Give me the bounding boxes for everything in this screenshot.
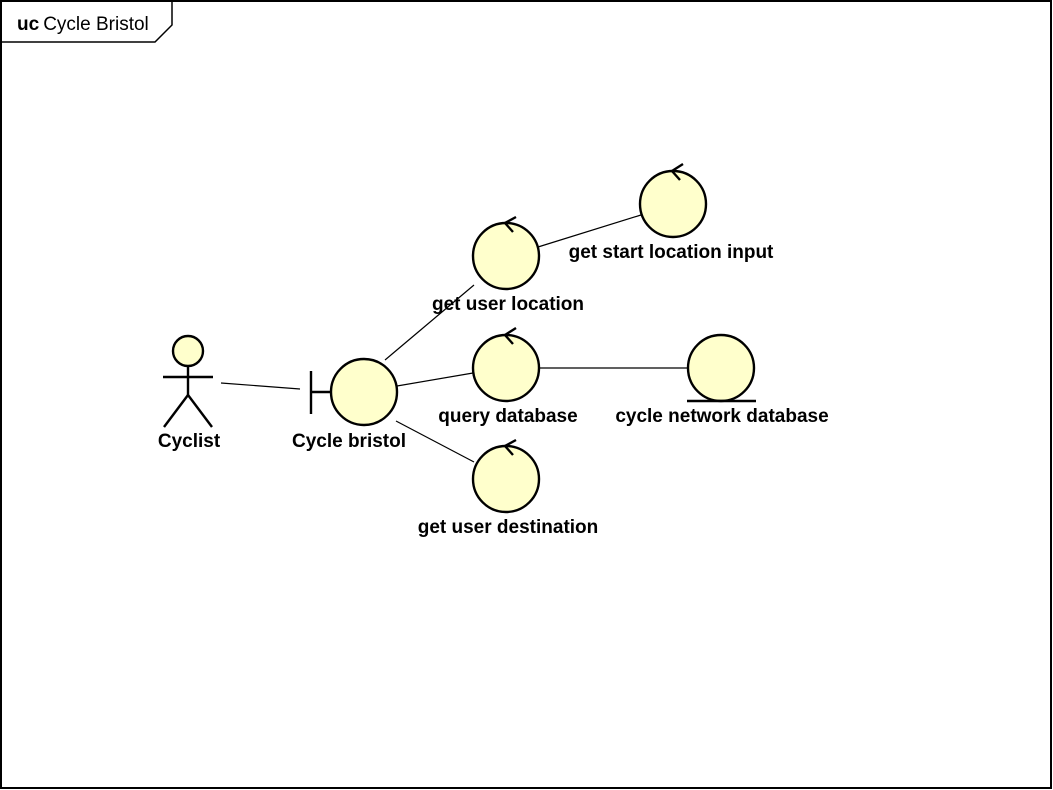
control-get-user-destination[interactable]: get user destination xyxy=(418,438,599,538)
control-arrow-icon xyxy=(503,326,517,345)
entity-cycle-network-database[interactable]: cycle network database xyxy=(615,333,829,427)
actor-left-leg xyxy=(163,394,189,428)
frame-name: Cycle Bristol xyxy=(43,14,149,35)
control-arrow-icon xyxy=(503,215,517,233)
control-query-database-label: query database xyxy=(438,406,577,427)
frame-tab-border xyxy=(1,1,173,43)
control-get-user-location-label: get user location xyxy=(432,294,584,315)
control-circle xyxy=(471,444,541,514)
control-get-start-location-input[interactable]: get start location input xyxy=(569,162,774,263)
connectors xyxy=(220,214,688,463)
boundary-cycle-bristol-label: Cycle bristol xyxy=(292,431,406,452)
control-arrow-icon xyxy=(503,438,517,456)
entity-cycle-network-database-label: cycle network database xyxy=(615,406,828,427)
actor-head xyxy=(171,334,205,368)
control-query-database[interactable]: query database xyxy=(438,326,578,427)
edge-cyclist-cycle-bristol xyxy=(220,382,301,390)
edge-cycle-bristol-get-user-destination xyxy=(395,420,475,463)
control-circle xyxy=(471,221,541,291)
control-arrow-icon xyxy=(670,162,684,181)
control-get-start-location-input-label: get start location input xyxy=(569,242,774,263)
entity-circle xyxy=(686,333,756,403)
edge-cycle-bristol-query-database xyxy=(396,372,474,387)
frame-keyword: uc xyxy=(17,14,40,35)
control-circle xyxy=(471,333,541,403)
control-get-user-destination-label: get user destination xyxy=(418,517,599,538)
edge-cycle-bristol-get-user-location xyxy=(384,284,475,361)
control-get-user-location[interactable]: get user location xyxy=(432,215,584,315)
actor-cyclist-label: Cyclist xyxy=(158,431,221,452)
actor-right-leg xyxy=(187,394,213,428)
edge-get-user-location-get-start-location-input xyxy=(537,214,642,248)
actor-cyclist[interactable]: Cyclist xyxy=(158,334,221,452)
boundary-cycle-bristol[interactable]: Cycle bristol xyxy=(292,357,406,452)
boundary-circle xyxy=(329,357,399,427)
control-circle xyxy=(638,169,708,239)
